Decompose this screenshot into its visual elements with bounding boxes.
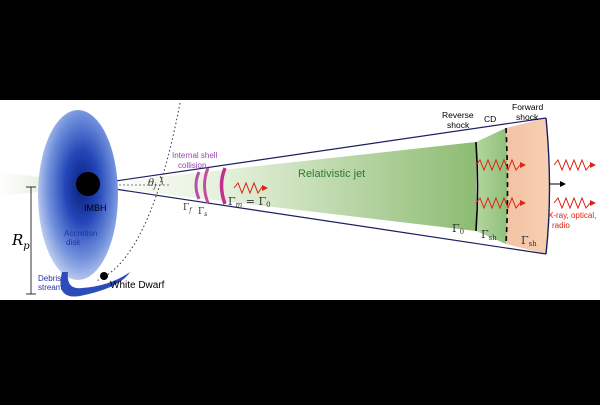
gamma-0-jet-symbol: Γ0 <box>452 222 464 236</box>
internal-shell-label-2: collision <box>178 161 206 170</box>
forward-shock-label-2: shock <box>516 112 539 122</box>
reverse-shock-label-1: Reverse <box>442 110 474 120</box>
gamma-s-symbol: Γs <box>198 207 207 218</box>
gamma-f-symbol: Γf <box>183 203 193 214</box>
gamma-m-equation: Γm = Γ0 <box>228 195 271 209</box>
photon-wave-rs-upper <box>475 158 521 172</box>
white-dwarf-orbit <box>95 102 181 282</box>
shell-arc-1 <box>194 171 201 200</box>
xray-label-2: radio <box>552 221 570 230</box>
photon-arrowhead-2 <box>520 200 526 206</box>
photon-arrowhead-shell <box>262 185 268 191</box>
photon-arrowhead-4 <box>590 200 596 206</box>
jet-lower-edge <box>94 185 547 255</box>
contact-discontinuity-line <box>505 127 509 245</box>
reverse-shock-line <box>475 141 479 232</box>
photon-waves <box>233 158 591 210</box>
jet-upper-edge <box>94 117 547 185</box>
shell-arc-2 <box>203 167 210 204</box>
photon-wave-rs-lower <box>475 196 521 210</box>
cd-label: CD <box>484 114 496 124</box>
accretion-label-1: Accretion <box>64 229 97 238</box>
imbh-label: IMBH <box>84 203 107 213</box>
reverse-shock-label-2: shock <box>447 120 470 130</box>
motion-arrowhead <box>560 181 566 187</box>
theta-j-symbol: θj <box>148 178 157 190</box>
theta-arc <box>159 175 163 186</box>
shocked-region <box>476 128 508 244</box>
forward-shock-region <box>506 118 550 254</box>
photon-wave-fs-lower <box>553 196 591 210</box>
photon-wave-shell <box>233 181 263 195</box>
forward-shock-line <box>545 117 551 255</box>
gamma-sh-mid-symbol: Γsh <box>481 228 497 242</box>
white-dwarf-label: White Dwarf <box>110 280 165 291</box>
relativistic-jet-cone <box>95 142 476 231</box>
internal-shell-label-1: Internal shell <box>172 151 218 160</box>
accretion-label-2: disk <box>66 238 81 247</box>
forward-shock-label-1: Forward <box>512 102 543 112</box>
debris-label-1: Debris <box>38 274 61 283</box>
xray-label-1: X-ray, optical, <box>548 211 596 220</box>
photon-arrowhead-3 <box>590 162 596 168</box>
accretion-disk <box>38 110 118 280</box>
photon-arrowhead-1 <box>520 162 526 168</box>
photon-wave-fs-upper <box>553 158 591 172</box>
gamma-sh-right-symbol: Γsh <box>521 234 537 248</box>
debris-stream <box>60 272 130 297</box>
white-dwarf-dot <box>100 272 108 280</box>
relativistic-jet-label: Relativistic jet <box>298 168 365 180</box>
shell-arc-3 <box>219 167 227 205</box>
rp-symbol: Rp <box>11 231 30 252</box>
debris-label-2: stream <box>38 283 63 292</box>
imbh-black-hole <box>76 172 100 196</box>
